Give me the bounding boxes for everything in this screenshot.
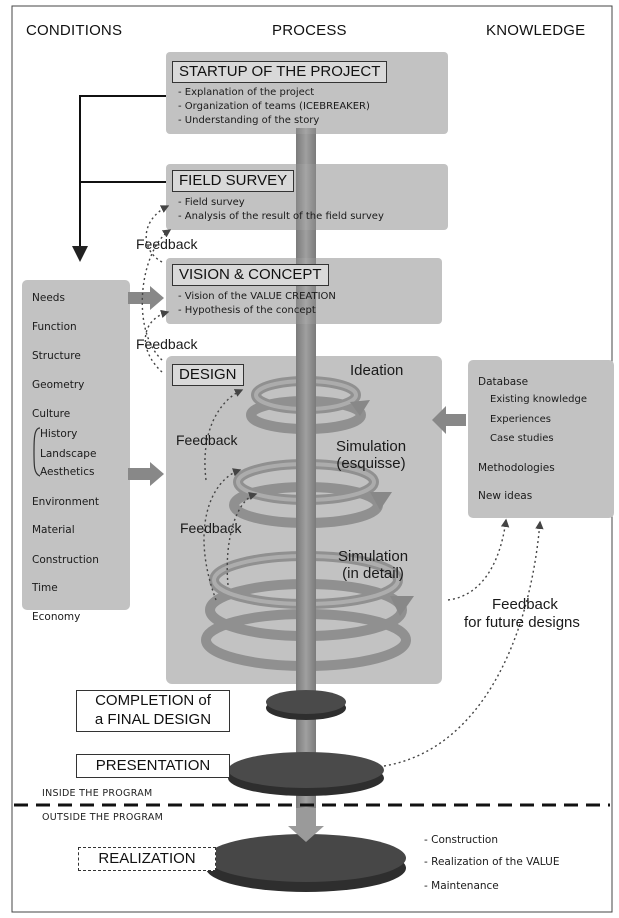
completion-line1: COMPLETION of (95, 692, 211, 709)
list-item: Explanation of the project (178, 86, 370, 100)
feedback-label: Feedback (176, 432, 238, 448)
realization-box: REALIZATION (78, 847, 216, 871)
feedback-arrow (226, 492, 258, 586)
list-item: Field survey (178, 196, 384, 210)
feedback-label: Feedback (180, 520, 242, 536)
feedback-label: Feedback (136, 336, 198, 352)
list-item: Vision of the VALUE CREATION (178, 290, 336, 304)
conditions-panel (22, 280, 130, 610)
list-item: Analysis of the result of the field surv… (178, 210, 384, 224)
knowledge-methodologies: Methodologies (478, 462, 555, 474)
condition-culture: Culture (32, 408, 71, 420)
knowledge-database: Database (478, 376, 529, 388)
realization-disc (206, 834, 406, 892)
condition-geometry: Geometry (32, 379, 85, 391)
knowledge-existing: Existing knowledge (490, 394, 587, 405)
completion-box: COMPLETION of a FINAL DESIGN (76, 690, 230, 732)
inside-program-label: INSIDE THE PROGRAM (42, 788, 153, 799)
stage-title-design: DESIGN (172, 364, 244, 386)
future-line1: Feedback (492, 596, 558, 613)
realization-item: Construction (424, 834, 498, 846)
header-process: PROCESS (272, 22, 347, 39)
stage-title-vision: VISION & CONCEPT (172, 264, 329, 286)
condition-economy: Economy (32, 611, 81, 623)
sim2-line2: (in detail) (342, 565, 404, 582)
presentation-disc (228, 752, 384, 796)
culture-brace (33, 427, 41, 477)
spiral-arrowhead (370, 492, 392, 510)
knowledge-case-studies: Case studies (490, 433, 554, 444)
sim1-line2: (esquisse) (336, 455, 406, 472)
stage-title-survey: FIELD SURVEY (172, 170, 295, 192)
outside-program-label: OUTSIDE THE PROGRAM (42, 812, 164, 823)
realization-item: Maintenance (424, 880, 499, 892)
knowledge-experiences: Experiences (490, 414, 551, 425)
spine-front (296, 360, 316, 680)
condition-needs: Needs (32, 292, 65, 304)
condition-history: History (40, 428, 78, 440)
simulation-detail-label: Simulation (in detail) (338, 548, 408, 582)
condition-function: Function (32, 321, 77, 333)
knowledge-panel (468, 360, 614, 518)
condition-structure: Structure (32, 350, 81, 362)
sim2-line1: Simulation (338, 548, 409, 565)
list-item: Understanding of the story (178, 114, 370, 128)
condition-environment: Environment (32, 496, 100, 508)
condition-landscape: Landscape (40, 448, 97, 460)
startup-connector (72, 95, 166, 262)
future-feedback-label: Feedback for future designs (464, 596, 580, 632)
condition-time: Time (32, 582, 58, 594)
realization-item: Realization of the VALUE (424, 856, 559, 868)
feedback-arrow (447, 518, 510, 601)
survey-items: Field survey Analysis of the result of t… (178, 196, 384, 224)
completion-line2: a FINAL DESIGN (94, 711, 212, 728)
startup-items: Explanation of the project Organization … (178, 86, 370, 128)
condition-material: Material (32, 524, 75, 536)
future-line2: for future designs (464, 614, 580, 631)
ideation-label: Ideation (350, 362, 404, 379)
vision-items: Vision of the VALUE CREATION Hypothesis … (178, 290, 336, 318)
feedback-arrow (141, 229, 172, 361)
needs-arrow (128, 286, 164, 310)
stage-title-startup: STARTUP OF THE PROJECT (172, 61, 388, 83)
knowledge-new-ideas: New ideas (478, 490, 533, 502)
sim1-line1: Simulation (336, 438, 407, 455)
list-item: Hypothesis of the concept (178, 304, 336, 318)
spiral-arrowhead (350, 400, 370, 416)
simulation-esquisse-label: Simulation (esquisse) (336, 438, 406, 472)
feedback-arrow (144, 309, 170, 373)
realization-arrow (288, 808, 324, 842)
header-knowledge: KNOWLEDGE (486, 22, 586, 39)
knowledge-arrow (432, 406, 466, 434)
list-item: Organization of teams (ICEBREAKER) (178, 100, 370, 114)
spiral-arrowhead (390, 596, 414, 616)
feedback-label: Feedback (136, 236, 198, 252)
culture-arrow (128, 462, 164, 486)
condition-construction: Construction (32, 554, 99, 566)
presentation-box: PRESENTATION (76, 754, 230, 778)
feedback-arrow (204, 389, 244, 481)
condition-aesthetics: Aesthetics (40, 466, 95, 478)
header-conditions: CONDITIONS (26, 22, 123, 39)
completion-disc (266, 690, 346, 720)
